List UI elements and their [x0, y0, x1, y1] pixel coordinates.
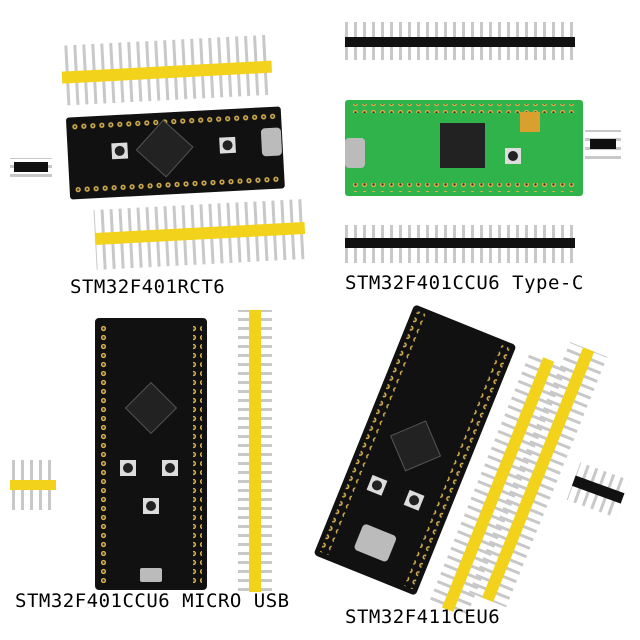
board-stm32f401ccu6-typec — [345, 22, 621, 263]
board-stm32f401rct6 — [10, 34, 307, 270]
product-label-3: STM32F401CCU6 MICRO USB — [15, 590, 290, 612]
pin-header-top — [60, 34, 274, 106]
small-pin-header — [10, 158, 52, 182]
board-stm32f411ceu6 — [314, 305, 630, 618]
board-stm32f401ccu6-microusb — [10, 310, 272, 592]
product-label-1: STM32F401RCT6 — [70, 276, 226, 298]
product-label-4: STM32F411CEU6 — [345, 606, 501, 628]
pin-header-bottom — [93, 199, 307, 270]
product-label-2: STM32F401CCU6 Type-C — [345, 272, 584, 294]
